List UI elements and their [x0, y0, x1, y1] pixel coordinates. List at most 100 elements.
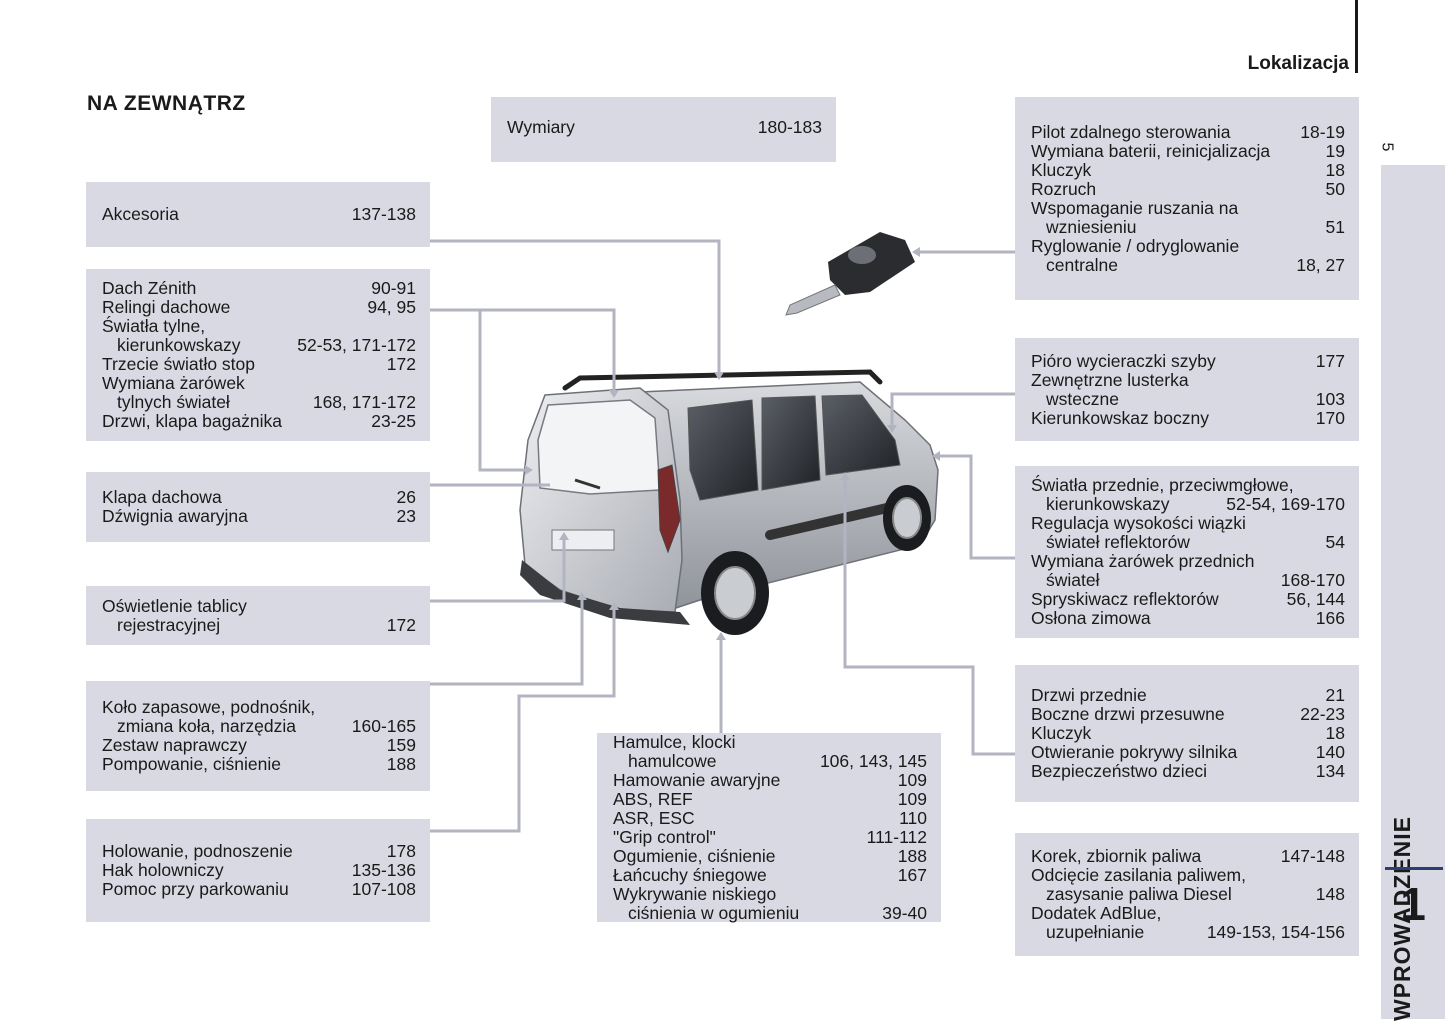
entry-page: 52-53, 171-172	[297, 335, 416, 355]
entry-page: 178	[386, 841, 416, 861]
entry-label: Łańcuchy śniegowe	[613, 864, 767, 885]
leader-arrows	[525, 247, 940, 640]
index-entry: Światła tylne,	[102, 317, 416, 336]
index-entry: Drzwi, klapa bagażnika 23-25	[102, 412, 416, 431]
entry-page: 159	[386, 735, 416, 755]
entry-page: 149-153, 154-156	[1206, 922, 1345, 942]
entry-label: Dodatek AdBlue,	[1031, 903, 1162, 923]
entry-label: zmiana koła, narzędzia	[117, 716, 296, 736]
index-entry: Odcięcie zasilania paliwem,	[1031, 866, 1345, 885]
entry-label: Pióro wycieraczki szyby	[1031, 350, 1216, 371]
index-entry: Klapa dachowa 26	[102, 488, 416, 507]
entry-label: Ryglowanie / odryglowanie	[1031, 235, 1240, 256]
entry-page: 109	[897, 788, 927, 809]
index-entry: Kluczyk 18	[1031, 159, 1345, 180]
entry-label: Kluczyk	[1031, 723, 1092, 743]
entry-page: 50	[1325, 178, 1345, 199]
entry-page: 94, 95	[367, 297, 416, 317]
entry-page: 22-23	[1300, 704, 1345, 724]
entry-page: 148	[1315, 884, 1345, 904]
entry-label: Odcięcie zasilania paliwem,	[1031, 865, 1246, 885]
entry-page: 26	[396, 487, 416, 507]
chapter-number: 1	[1400, 878, 1426, 930]
entry-label: Pompowanie, ciśnienie	[102, 754, 281, 774]
entry-page: 18	[1325, 723, 1345, 743]
entry-page: 110	[899, 807, 927, 828]
entry-page: 168-170	[1280, 570, 1345, 590]
page-title: NA ZEWNĄTRZ	[87, 92, 246, 115]
entry-label: Oświetlenie tablicy	[102, 595, 247, 616]
index-entry: Relingi dachowe 94, 95	[102, 298, 416, 317]
entry-page: 23-25	[371, 411, 416, 431]
entry-label: Koło zapasowe, podnośnik,	[102, 697, 316, 717]
key-fob-image	[785, 232, 915, 316]
entry-page: 90-91	[371, 278, 416, 298]
entry-label: Spryskiwacz reflektorów	[1031, 589, 1219, 609]
entry-label: Boczne drzwi przesuwne	[1031, 704, 1225, 724]
box-swiatla: Światła przednie, przeciwmgłowe,kierunko…	[1015, 466, 1359, 638]
entry-label: Relingi dachowe	[102, 297, 231, 317]
entry-page: 140	[1315, 742, 1345, 762]
entry-label: Dźwignia awaryjna	[102, 506, 248, 526]
box-kolo: Koło zapasowe, podnośnik,zmiana koła, na…	[86, 681, 430, 791]
entry-page: 18-19	[1300, 121, 1345, 142]
index-entry: uzupełnianie 149-153, 154-156	[1031, 923, 1345, 942]
entry-label: rejestracyjnej	[117, 614, 221, 635]
entry-label: Trzecie światło stop	[102, 354, 256, 374]
section-header: Lokalizacja	[1247, 53, 1349, 74]
entry-label: Drzwi, klapa bagażnika	[102, 411, 282, 431]
entry-label: Regulacja wysokości wiązki	[1031, 513, 1246, 533]
entry-label: świateł	[1046, 570, 1100, 590]
index-entry: Wymiana żarówek przednich	[1031, 552, 1345, 571]
entry-label: Światła tylne,	[102, 316, 206, 336]
entry-label: Kluczyk	[1031, 159, 1092, 180]
index-entry: Hamulce, klocki	[613, 731, 927, 752]
index-entry: Zewnętrzne lusterka	[1031, 370, 1345, 390]
entry-label: Wymiana baterii, reinicjalizacja	[1031, 140, 1271, 161]
entry-label: Wymiana żarówek przednich	[1031, 551, 1255, 571]
entry-page: 111-112	[866, 826, 927, 847]
entry-page: 18	[1325, 159, 1345, 180]
entry-label: świateł reflektorów	[1046, 532, 1190, 552]
entry-page: 18, 27	[1296, 254, 1345, 275]
entry-label: Hamulce, klocki	[613, 731, 736, 752]
entry-label: Wykrywanie niskiego	[613, 883, 777, 904]
entry-label: kierunkowskazy	[1046, 494, 1170, 514]
entry-page: 170	[1315, 407, 1345, 428]
entry-label: Pomoc przy parkowaniu	[102, 879, 289, 899]
entry-page: 172	[386, 354, 416, 374]
index-entry: Ryglowanie / odryglowanie	[1031, 235, 1345, 256]
index-entry: Kluczyk 18	[1031, 724, 1345, 743]
entry-label: uzupełnianie	[1046, 922, 1145, 942]
entry-label: ABS, REF	[613, 788, 693, 809]
entry-page: 109	[897, 769, 927, 790]
entry-label: Wspomaganie ruszania na	[1031, 197, 1239, 218]
van-image	[519, 369, 939, 635]
entry-page: 147-148	[1280, 846, 1345, 866]
entry-label: Klapa dachowa	[102, 487, 222, 507]
